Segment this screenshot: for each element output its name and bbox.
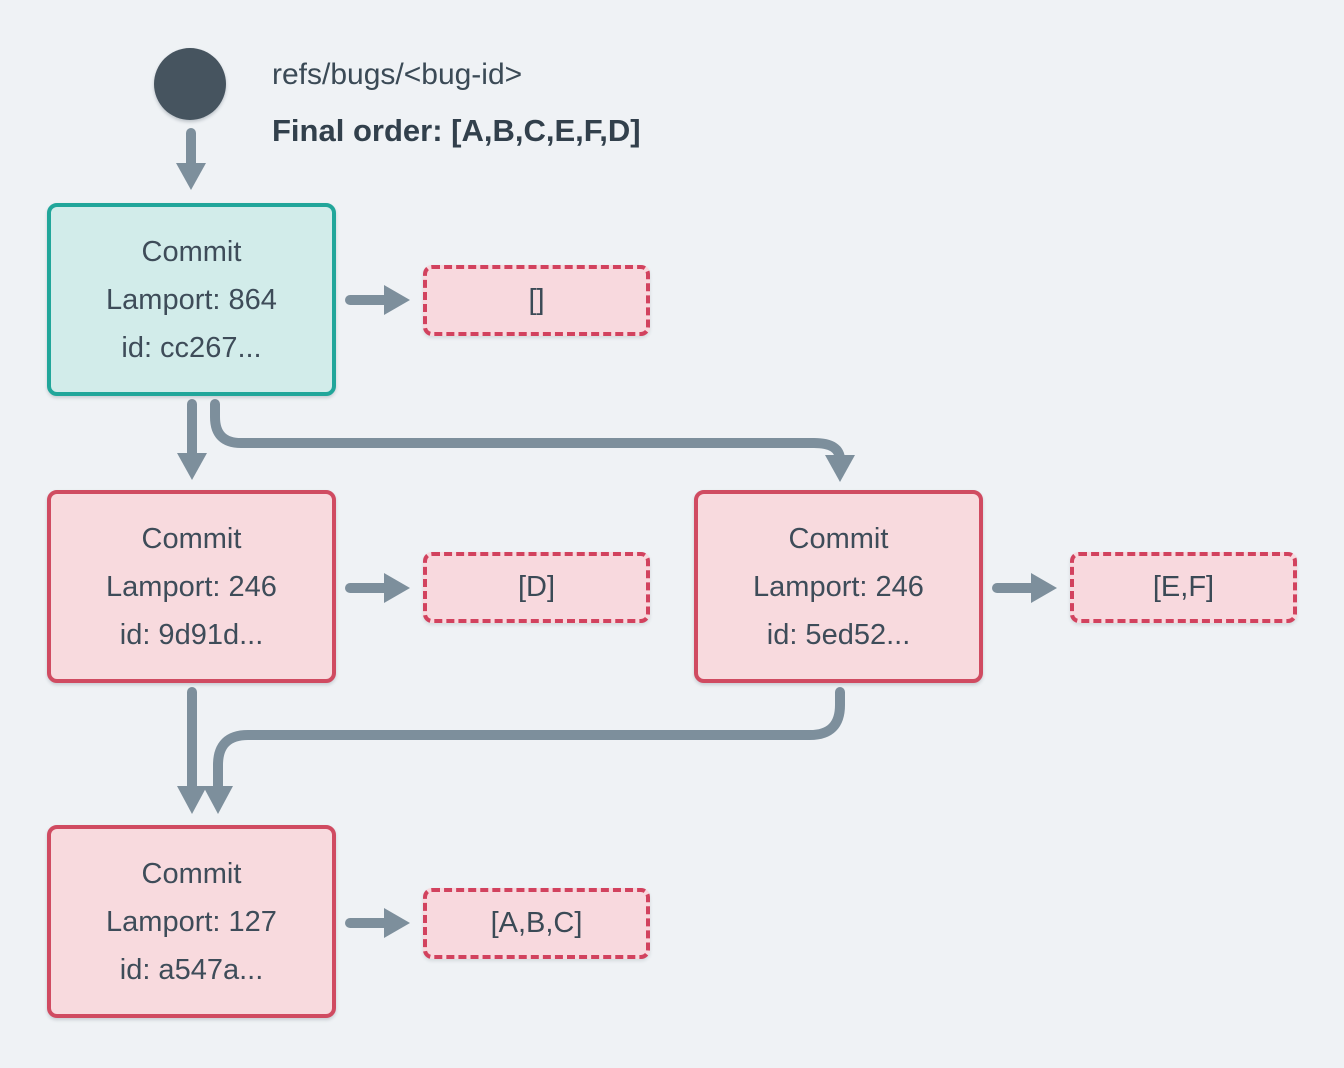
ref-label: refs/bugs/<bug-id> — [272, 58, 523, 91]
commit-lamport: Lamport: 864 — [106, 283, 277, 316]
commit-title: Commit — [141, 857, 242, 890]
payload-label: [A,B,C] — [490, 907, 583, 939]
arrow-left-to-merge — [177, 687, 207, 814]
ref-node-circle — [154, 48, 226, 120]
commit-id: id: cc267... — [121, 331, 262, 364]
final-order-label: Final order: [A,B,C,E,F,D] — [272, 113, 641, 148]
commit-lamport: Lamport: 246 — [106, 570, 277, 603]
commit-id: id: a547a... — [119, 953, 264, 986]
payload-box-left: [D] — [423, 552, 650, 623]
arrow-ref-to-root — [176, 128, 206, 190]
commit-title: Commit — [788, 522, 889, 555]
commit-node-root: Commit Lamport: 864 id: cc267... — [47, 203, 336, 396]
commit-id: id: 9d91d... — [119, 618, 264, 651]
payload-label: [E,F] — [1152, 571, 1215, 603]
commit-node-left: Commit Lamport: 246 id: 9d91d... — [47, 490, 336, 683]
commit-lamport: Lamport: 246 — [753, 570, 924, 603]
arrow-right-to-merge — [203, 687, 845, 814]
commit-lamport: Lamport: 127 — [106, 905, 277, 938]
payload-box-root: [] — [423, 265, 650, 336]
commit-id: id: 5ed52... — [766, 618, 911, 651]
commit-node-merge: Commit Lamport: 127 id: a547a... — [47, 825, 336, 1018]
arrow-root-to-payload — [345, 285, 410, 315]
payload-box-right: [E,F] — [1070, 552, 1297, 623]
arrow-root-to-left-child — [177, 399, 207, 480]
commit-title: Commit — [141, 522, 242, 555]
arrow-root-to-right-child — [210, 399, 855, 482]
payload-label: [D] — [517, 571, 556, 603]
payload-label: [] — [528, 284, 545, 316]
commit-title: Commit — [141, 235, 242, 268]
payload-box-merge: [A,B,C] — [423, 888, 650, 959]
arrow-merge-to-payload — [345, 908, 410, 938]
commit-node-right: Commit Lamport: 246 id: 5ed52... — [694, 490, 983, 683]
arrow-right-to-payload — [992, 573, 1057, 603]
arrow-left-to-payload — [345, 573, 410, 603]
